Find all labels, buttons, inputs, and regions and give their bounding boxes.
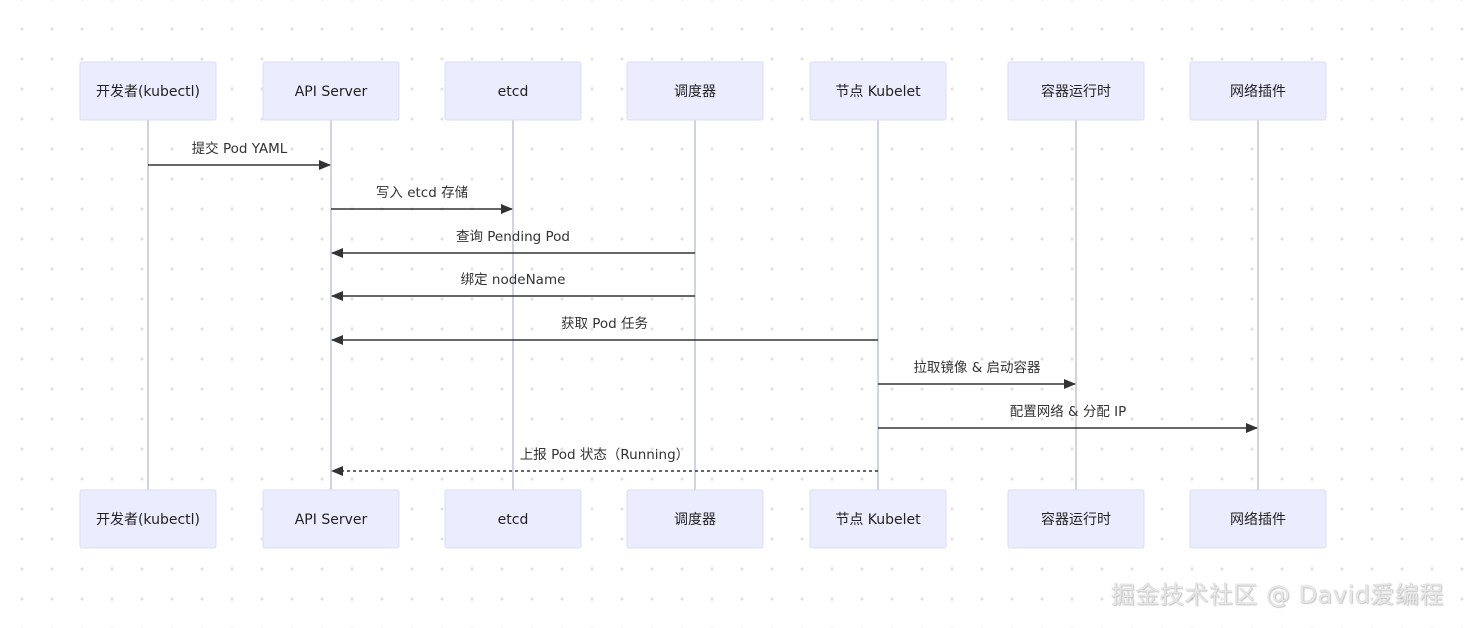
message-6: 拉取镜像 & 启动容器	[878, 359, 1076, 389]
actor-kubelet-top: 节点 Kubelet	[809, 61, 947, 121]
actor-api-top: API Server	[262, 61, 400, 121]
actor-label: 调度器	[674, 512, 716, 528]
actor-dev-top: 开发者(kubectl)	[79, 61, 217, 121]
actor-box	[79, 489, 217, 549]
actor-box	[626, 489, 764, 549]
actor-box	[809, 61, 947, 121]
actor-box	[444, 61, 582, 121]
message-label: 绑定 nodeName	[461, 272, 566, 288]
actor-label: etcd	[498, 84, 529, 100]
actor-etcd-bottom: etcd	[444, 489, 582, 549]
actor-box	[1189, 61, 1327, 121]
actor-cni-top: 网络插件	[1189, 61, 1327, 121]
message-4: 绑定 nodeName	[331, 272, 695, 301]
actor-runtime-bottom: 容器运行时	[1007, 489, 1145, 549]
actor-etcd-top: etcd	[444, 61, 582, 121]
message-5: 获取 Pod 任务	[331, 316, 878, 345]
actor-label: 节点 Kubelet	[835, 512, 921, 528]
actor-sched-bottom: 调度器	[626, 489, 764, 549]
message-label: 提交 Pod YAML	[192, 140, 288, 157]
actor-box	[262, 61, 400, 121]
actor-label: 开发者(kubectl)	[96, 84, 200, 100]
message-label: 查询 Pending Pod	[456, 229, 570, 245]
actor-label: 网络插件	[1230, 512, 1286, 528]
actor-label: etcd	[498, 512, 529, 528]
actor-kubelet-bottom: 节点 Kubelet	[809, 489, 947, 549]
actor-box	[444, 489, 582, 549]
actor-label: 调度器	[674, 84, 716, 100]
actor-label: 节点 Kubelet	[835, 84, 921, 100]
watermark: 掘金技术社区 @ David爱编程	[1110, 581, 1444, 609]
message-7: 配置网络 & 分配 IP	[878, 404, 1258, 433]
actor-dev-bottom: 开发者(kubectl)	[79, 489, 217, 549]
actor-label: 开发者(kubectl)	[96, 512, 200, 528]
actor-box	[809, 489, 947, 549]
message-3: 查询 Pending Pod	[331, 229, 695, 258]
message-label: 拉取镜像 & 启动容器	[913, 359, 1041, 376]
message-1: 提交 Pod YAML	[148, 140, 331, 170]
actor-label: API Server	[295, 512, 368, 528]
message-label: 写入 etcd 存储	[376, 185, 468, 201]
actor-sched-top: 调度器	[626, 61, 764, 121]
actor-box	[79, 61, 217, 121]
actor-box	[1189, 489, 1327, 549]
actor-box	[626, 61, 764, 121]
message-label: 获取 Pod 任务	[561, 316, 648, 332]
message-2: 写入 etcd 存储	[331, 185, 513, 214]
actor-label: 网络插件	[1230, 84, 1286, 100]
actor-label: 容器运行时	[1041, 511, 1111, 528]
lifelines	[147, 120, 1259, 490]
actor-cni-bottom: 网络插件	[1189, 489, 1327, 549]
message-label: 上报 Pod 状态（Running）	[520, 447, 689, 463]
message-label: 配置网络 & 分配 IP	[1010, 404, 1127, 420]
message-8: 上报 Pod 状态（Running）	[331, 447, 878, 476]
actor-box	[1007, 489, 1145, 549]
actor-label: 容器运行时	[1041, 83, 1111, 100]
actor-runtime-top: 容器运行时	[1007, 61, 1145, 121]
actor-label: API Server	[295, 84, 368, 100]
actor-api-bottom: API Server	[262, 489, 400, 549]
actor-box	[1007, 61, 1145, 121]
actor-box	[262, 489, 400, 549]
